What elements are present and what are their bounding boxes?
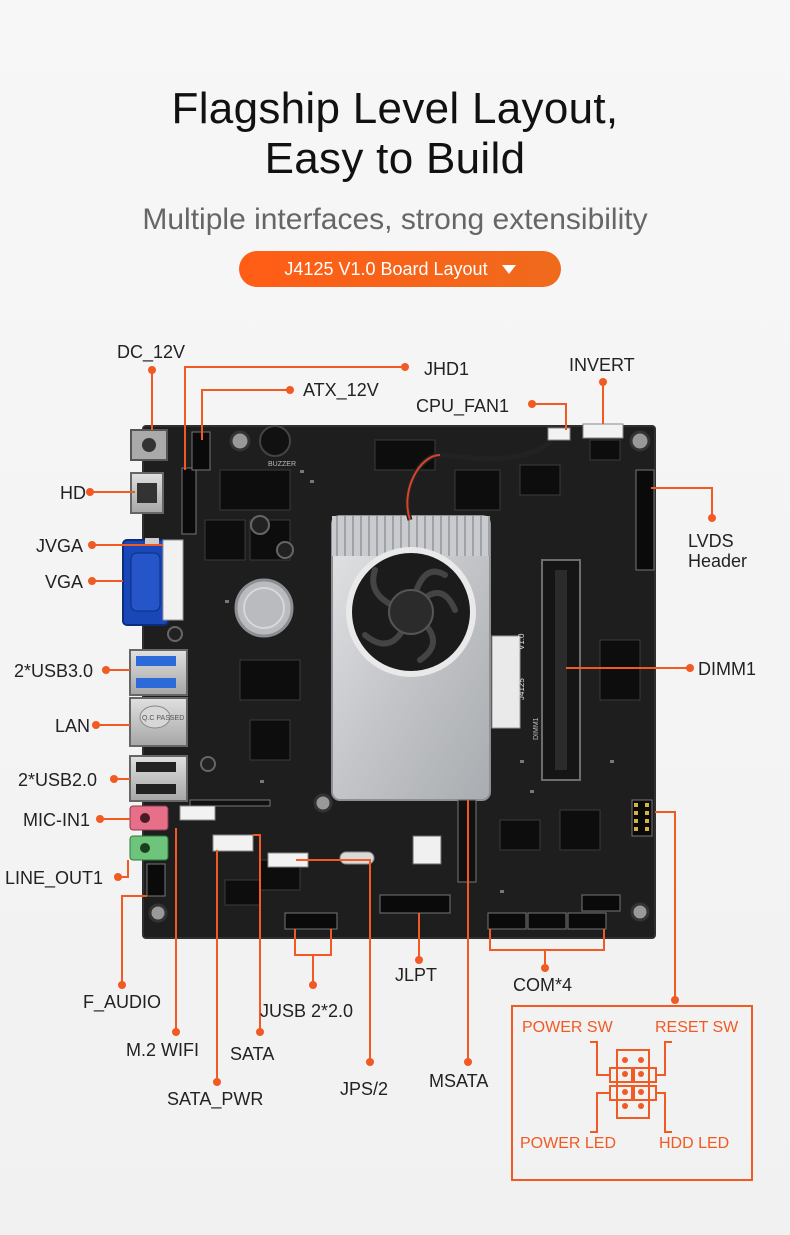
sata-connector [212, 834, 254, 852]
label-lvds: LVDS Header [688, 531, 747, 571]
page-subtitle: Multiple interfaces, strong extensibilit… [142, 203, 648, 236]
jvga-connector [162, 539, 184, 621]
label-msata: MSATA [429, 1071, 489, 1091]
label-line-out1: LINE_OUT1 [5, 868, 104, 888]
board-label-sticker [491, 635, 521, 729]
label-lan: LAN [55, 716, 91, 736]
lvds-header [635, 469, 655, 571]
label-power-sw: POWER SW [522, 1019, 613, 1036]
label-dc-12v: DC_12V [117, 342, 186, 362]
jhd1-header [181, 467, 197, 535]
label-sata: SATA [230, 1044, 275, 1064]
label-hd: HD [60, 483, 86, 503]
front-panel-pin-block [616, 1049, 650, 1119]
mount-hole [229, 430, 251, 452]
label-jhd1: JHD1 [424, 359, 470, 379]
board-version-silkscreen: V1.0 [517, 633, 526, 650]
label-power-led: POWER LED [520, 1135, 617, 1152]
label-jvga: JVGA [36, 536, 84, 556]
sata-pwr-connector [179, 805, 216, 821]
label-f-audio: F_AUDIO [83, 992, 162, 1012]
caret-down-icon [501, 264, 516, 274]
label-com4: COM*4 [513, 975, 573, 995]
board-layout-label: J4125 V1.0 Board Layout [284, 258, 488, 279]
label-usb20: 2*USB2.0 [18, 770, 98, 790]
invert-connector [582, 423, 624, 439]
label-cpu-fan1: CPU_FAN1 [416, 396, 510, 416]
qc-sticker: Q.C PASSED [142, 715, 184, 722]
front-panel-box [511, 1005, 753, 1181]
label-lvds-line2: Header [688, 551, 748, 571]
label-jps2: JPS/2 [340, 1079, 389, 1099]
com-header-2 [527, 912, 567, 930]
buzzer [259, 425, 291, 457]
mount-hole [630, 902, 650, 922]
dimm-silkscreen: DIMM1 [533, 717, 540, 740]
label-jlpt: JLPT [395, 965, 438, 985]
board-layout-dropdown[interactable]: J4125 V1.0 Board Layout [239, 251, 561, 287]
label-jusb: JUSB 2*2.0 [260, 1001, 354, 1021]
m2-wifi-slot [189, 799, 271, 807]
label-sata-pwr: SATA_PWR [167, 1089, 264, 1109]
label-reset-sw: RESET SW [655, 1019, 739, 1036]
mount-hole [148, 903, 168, 923]
title-line-2: Easy to Build [264, 134, 526, 183]
com-header-3 [567, 912, 607, 930]
jlpt-header [379, 894, 451, 914]
f-audio-header [146, 863, 166, 897]
mount-hole [313, 793, 333, 813]
label-atx-12v: ATX_12V [303, 380, 379, 400]
label-hdd-led: HDD LED [659, 1135, 730, 1152]
jusb-header [284, 912, 338, 930]
label-dimm1: DIMM1 [698, 659, 756, 679]
label-mic-in1: MIC-IN1 [23, 810, 90, 830]
com-header-4 [581, 894, 621, 912]
title-line-1: Flagship Level Layout, [171, 84, 619, 133]
com-header-1 [487, 912, 527, 930]
qr-code [412, 835, 442, 865]
mount-hole [629, 430, 651, 452]
board-model-silkscreen: J4125 [517, 678, 526, 700]
crystal [339, 851, 375, 865]
label-m2-wifi: M.2 WIFI [126, 1040, 199, 1060]
cpu-fan-connector [547, 427, 571, 441]
page-title: Flagship Level Layout, Easy to Build [0, 84, 790, 184]
label-vga: VGA [45, 572, 84, 592]
label-usb30: 2*USB3.0 [14, 661, 94, 681]
label-invert: INVERT [569, 355, 635, 375]
label-lvds-line1: LVDS [688, 531, 734, 551]
buzzer-silkscreen: BUZZER [268, 461, 296, 468]
